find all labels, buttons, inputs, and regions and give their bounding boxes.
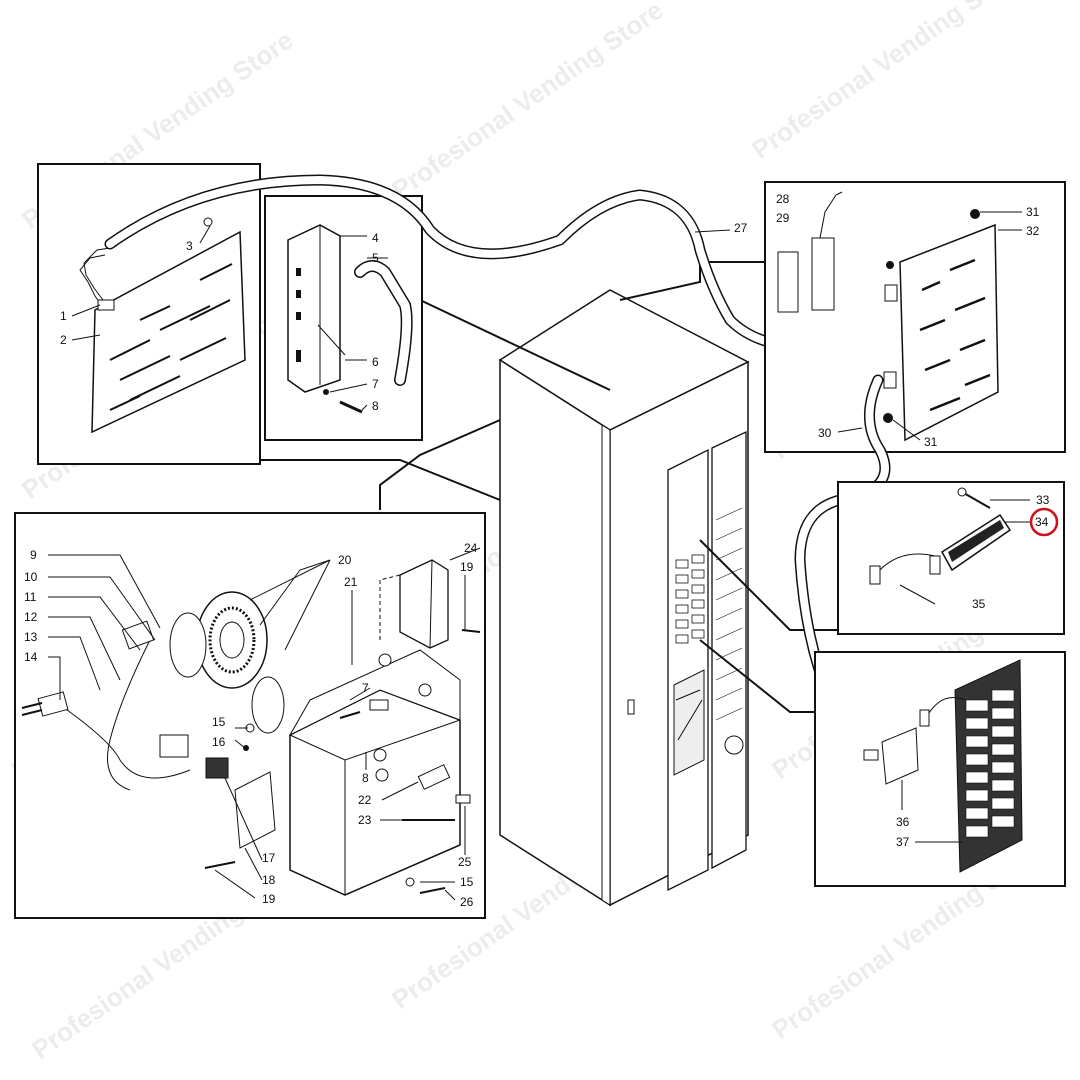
callout-36: 36 bbox=[896, 815, 910, 829]
callout-15b: 15 bbox=[460, 875, 474, 889]
door-lock bbox=[627, 699, 635, 715]
callout-18: 18 bbox=[262, 873, 276, 887]
callout-5: 5 bbox=[372, 251, 379, 265]
panel-display-module: 33 34 35 bbox=[837, 481, 1065, 635]
panel-keypad: 36 37 bbox=[814, 651, 1066, 887]
panel-power-supply: 9 10 11 12 13 14 20 21 24 19 7 15 16 8 2… bbox=[14, 512, 486, 919]
callout-8b: 8 bbox=[362, 771, 369, 785]
callout-35: 35 bbox=[972, 597, 986, 611]
callout-30: 30 bbox=[818, 426, 832, 440]
callout-22: 22 bbox=[358, 793, 372, 807]
callout-8: 8 bbox=[372, 399, 379, 413]
board-32 bbox=[899, 223, 999, 442]
callout-33: 33 bbox=[1036, 493, 1050, 507]
fuse-25 bbox=[455, 794, 471, 804]
callout-34: 34 bbox=[1035, 515, 1049, 529]
bracket-24 bbox=[399, 559, 449, 649]
callout-7: 7 bbox=[372, 377, 379, 391]
callout-31b: 31 bbox=[924, 435, 938, 449]
socket-17 bbox=[205, 757, 229, 779]
plug-11 bbox=[121, 620, 155, 650]
fuse-holder-22 bbox=[417, 764, 451, 790]
screw-3 bbox=[203, 217, 213, 227]
callout-28: 28 bbox=[776, 192, 790, 206]
callout-12: 12 bbox=[24, 610, 38, 624]
callout-17: 17 bbox=[262, 851, 276, 865]
callout-11: 11 bbox=[24, 590, 37, 604]
svg-text:Profesional Vending Store: Profesional Vending Store bbox=[386, 0, 668, 205]
panel-cpu-board: 1 2 3 bbox=[37, 163, 261, 465]
callout-32: 32 bbox=[1026, 224, 1040, 238]
callout-31: 31 bbox=[1026, 205, 1040, 219]
callout-9: 9 bbox=[30, 548, 37, 562]
callout-6: 6 bbox=[372, 355, 379, 369]
standoff-31-top bbox=[970, 209, 980, 219]
callout-4: 4 bbox=[372, 231, 379, 245]
leader-lines bbox=[260, 261, 838, 713]
svg-text:Profesional Vending Store: Profesional Vending Store bbox=[746, 0, 1028, 165]
callout-2: 2 bbox=[60, 333, 67, 347]
callout-13: 13 bbox=[24, 630, 38, 644]
callout-23: 23 bbox=[358, 813, 372, 827]
keypad-board-36 bbox=[881, 727, 919, 785]
coin-return-cup bbox=[724, 735, 744, 755]
panel-main-board: 28 29 31 32 31 bbox=[764, 181, 1066, 453]
callout-3: 3 bbox=[186, 239, 193, 253]
callout-14: 14 bbox=[24, 650, 38, 664]
connector-1 bbox=[97, 299, 115, 311]
callout-37: 37 bbox=[896, 835, 910, 849]
callout-1: 1 bbox=[60, 309, 67, 323]
callout-19b: 19 bbox=[262, 892, 276, 906]
cpu-board bbox=[79, 217, 246, 434]
callout-29: 29 bbox=[776, 211, 790, 225]
standoff-31-bottom bbox=[883, 413, 893, 423]
callout-7b: 7 bbox=[362, 681, 369, 695]
iec-connector bbox=[159, 734, 189, 758]
callout-15: 15 bbox=[212, 715, 226, 729]
bracket-18 bbox=[234, 771, 276, 849]
label-29 bbox=[777, 251, 799, 313]
callout-27: 27 bbox=[734, 221, 748, 235]
vending-machine-cabinet bbox=[498, 289, 750, 907]
callout-25: 25 bbox=[458, 855, 472, 869]
bracket-4 bbox=[287, 224, 341, 393]
highlight-ring-34 bbox=[1029, 507, 1059, 537]
callout-21: 21 bbox=[344, 575, 358, 589]
front-display-panel bbox=[667, 448, 709, 892]
callout-20: 20 bbox=[338, 553, 352, 567]
panel-door-bracket: 4 5 6 7 8 bbox=[264, 195, 423, 441]
callout-10: 10 bbox=[24, 570, 38, 584]
label-28 bbox=[811, 237, 835, 311]
callout-16: 16 bbox=[212, 735, 226, 749]
callout-19: 19 bbox=[460, 560, 474, 574]
callout-24: 24 bbox=[464, 541, 478, 555]
selection-buttons bbox=[675, 554, 705, 644]
toroid-transformer-20 bbox=[169, 591, 285, 734]
callout-26: 26 bbox=[460, 895, 474, 909]
